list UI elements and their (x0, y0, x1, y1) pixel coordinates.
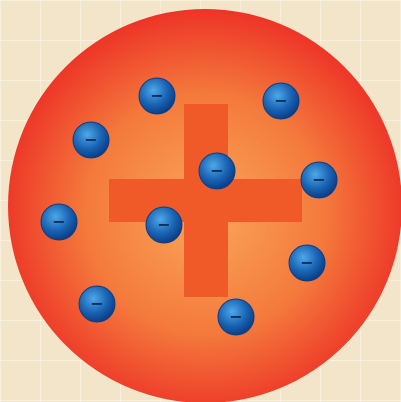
electron: − (73, 122, 109, 158)
electron-minus-sign: − (312, 170, 325, 189)
electron: − (218, 299, 254, 335)
electron: − (41, 204, 77, 240)
electron: − (289, 245, 325, 281)
electron-minus-sign: − (300, 253, 313, 272)
electron: − (139, 78, 175, 114)
electron-minus-sign: − (84, 130, 97, 149)
electron-minus-sign: − (150, 86, 163, 105)
electron: − (146, 207, 182, 243)
electron: − (263, 83, 299, 119)
electron-minus-sign: − (229, 307, 242, 326)
electron-minus-sign: − (52, 212, 65, 231)
electron: − (79, 286, 115, 322)
electron-minus-sign: − (274, 91, 287, 110)
electron: − (301, 162, 337, 198)
electron-minus-sign: − (157, 215, 170, 234)
electron: − (199, 153, 235, 189)
electron-minus-sign: − (210, 161, 223, 180)
electron-minus-sign: − (90, 294, 103, 313)
